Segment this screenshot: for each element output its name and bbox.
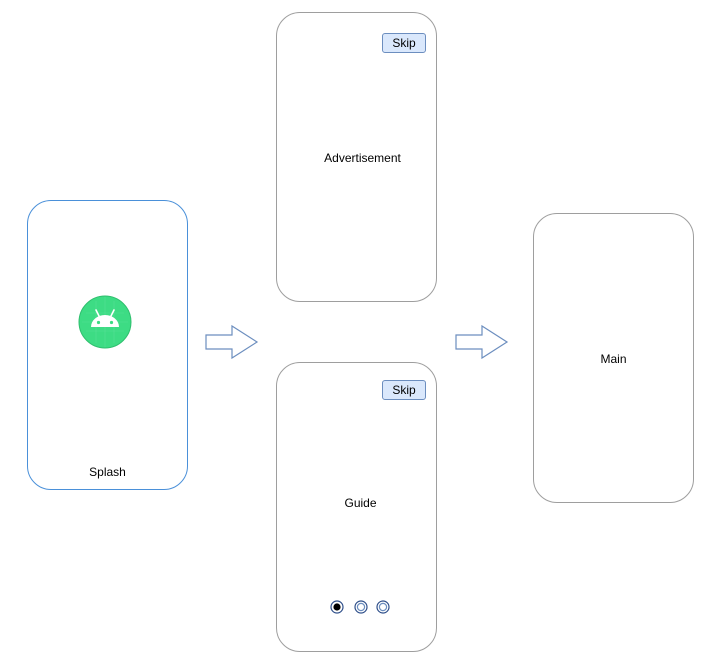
right-arrow-icon bbox=[455, 325, 509, 359]
android-logo-icon bbox=[78, 295, 132, 349]
main-label: Main bbox=[600, 352, 627, 366]
advertisement-label: Advertisement bbox=[324, 151, 401, 165]
guide-screen: Skip Guide bbox=[276, 362, 437, 652]
splash-screen: Splash bbox=[27, 200, 188, 490]
guide-label: Guide bbox=[344, 496, 377, 510]
skip-button[interactable]: Skip bbox=[382, 33, 426, 53]
skip-button[interactable]: Skip bbox=[382, 380, 426, 400]
page-indicator bbox=[330, 600, 390, 614]
page-dot[interactable] bbox=[354, 600, 368, 614]
splash-label: Splash bbox=[89, 465, 126, 479]
page-dot[interactable] bbox=[376, 600, 390, 614]
main-screen: Main bbox=[533, 213, 694, 503]
page-dot-active[interactable] bbox=[330, 600, 344, 614]
advertisement-screen: Skip Advertisement bbox=[276, 12, 437, 302]
right-arrow-icon bbox=[205, 325, 259, 359]
